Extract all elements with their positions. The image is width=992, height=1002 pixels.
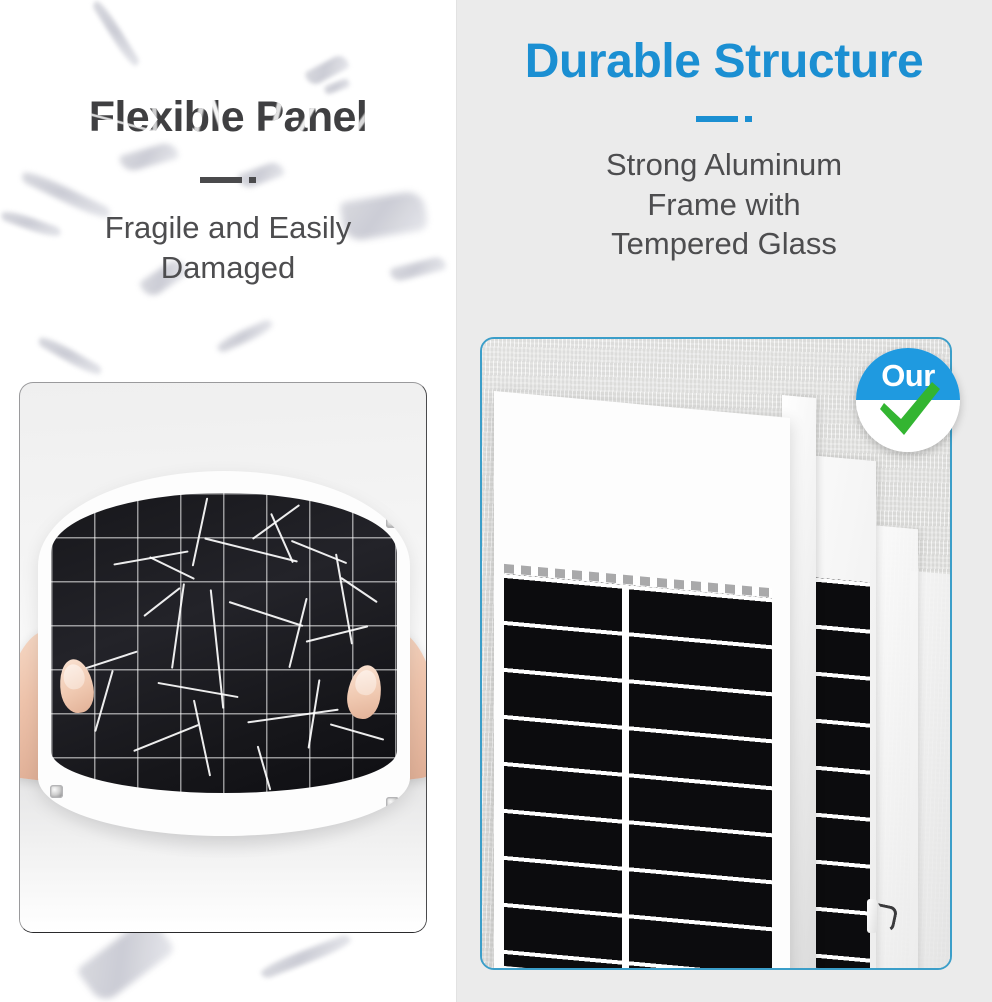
cell-column-gap bbox=[622, 584, 629, 968]
right-subtitle-line-1: Strong Aluminum bbox=[605, 147, 843, 182]
mounting-bracket-icon bbox=[867, 899, 899, 933]
divider-bar bbox=[696, 116, 738, 122]
crack-line bbox=[133, 723, 199, 753]
crack-line bbox=[247, 708, 339, 724]
main-aluminum-framed-panel bbox=[494, 391, 790, 968]
crack-line bbox=[94, 669, 114, 733]
flexible-solar-panel bbox=[38, 471, 410, 836]
panel-grommet bbox=[386, 515, 399, 528]
our-product-badge: Our bbox=[856, 348, 960, 452]
left-panel-subtitle: Fragile and Easily Damaged bbox=[38, 208, 418, 287]
glass-shard-icon bbox=[258, 933, 354, 980]
left-panel-title: Flexible Panel bbox=[0, 0, 456, 139]
badge-label: Our bbox=[881, 358, 935, 393]
right-comparison-panel: Durable Structure Strong Aluminum Frame … bbox=[456, 0, 992, 1002]
divider-bar bbox=[200, 177, 242, 183]
right-title-divider bbox=[456, 116, 992, 122]
divider-dot bbox=[249, 177, 256, 183]
left-subtitle-line-2: Damaged bbox=[160, 249, 296, 285]
bracket-plate bbox=[867, 899, 877, 933]
divider-dot bbox=[745, 116, 752, 122]
right-subtitle-line-2: Frame with bbox=[647, 186, 801, 222]
badge-top-half: Our bbox=[856, 348, 960, 400]
panel-grommet bbox=[386, 797, 399, 810]
crack-line bbox=[256, 745, 272, 791]
crack-line bbox=[305, 625, 369, 643]
main-panel-cell-grid bbox=[504, 573, 772, 968]
panel-divider bbox=[456, 0, 457, 1002]
second-solar-panel bbox=[808, 455, 876, 968]
crack-line bbox=[171, 583, 186, 669]
crack-line bbox=[149, 556, 195, 580]
right-header-block: Durable Structure Strong Aluminum Frame … bbox=[456, 0, 992, 264]
left-comparison-panel: Flexible Panel Fragile and Easily Damage… bbox=[0, 0, 456, 1002]
left-title-divider bbox=[0, 177, 456, 183]
solar-cell-grid bbox=[51, 493, 397, 793]
crack-line bbox=[288, 597, 308, 669]
glass-shard-icon bbox=[36, 333, 104, 379]
crack-line bbox=[191, 497, 209, 567]
panel-grommet bbox=[48, 503, 61, 516]
check-mark-icon bbox=[880, 382, 940, 435]
left-header-block: Flexible Panel Fragile and Easily Damage… bbox=[0, 0, 456, 287]
crack-line bbox=[143, 587, 181, 617]
left-product-photo-frame bbox=[19, 382, 427, 933]
crack-line bbox=[340, 576, 378, 604]
crack-line bbox=[228, 601, 304, 628]
flexible-panel-illustration bbox=[20, 383, 426, 932]
thumbnail bbox=[353, 668, 379, 697]
crack-line bbox=[329, 723, 385, 741]
crack-line bbox=[157, 681, 239, 699]
thumbnail bbox=[61, 662, 87, 691]
panel-grommet bbox=[50, 785, 63, 798]
crack-line bbox=[290, 539, 348, 565]
second-panel-cell-grid bbox=[814, 577, 870, 968]
right-panel-title: Durable Structure bbox=[524, 35, 924, 88]
crack-line bbox=[192, 699, 212, 777]
left-subtitle-line-1: Fragile and Easily bbox=[104, 210, 352, 245]
glass-shard-icon bbox=[215, 318, 275, 354]
right-subtitle-line-3: Tempered Glass bbox=[611, 226, 837, 262]
right-panel-subtitle: Strong Aluminum Frame with Tempered Glas… bbox=[509, 145, 939, 264]
